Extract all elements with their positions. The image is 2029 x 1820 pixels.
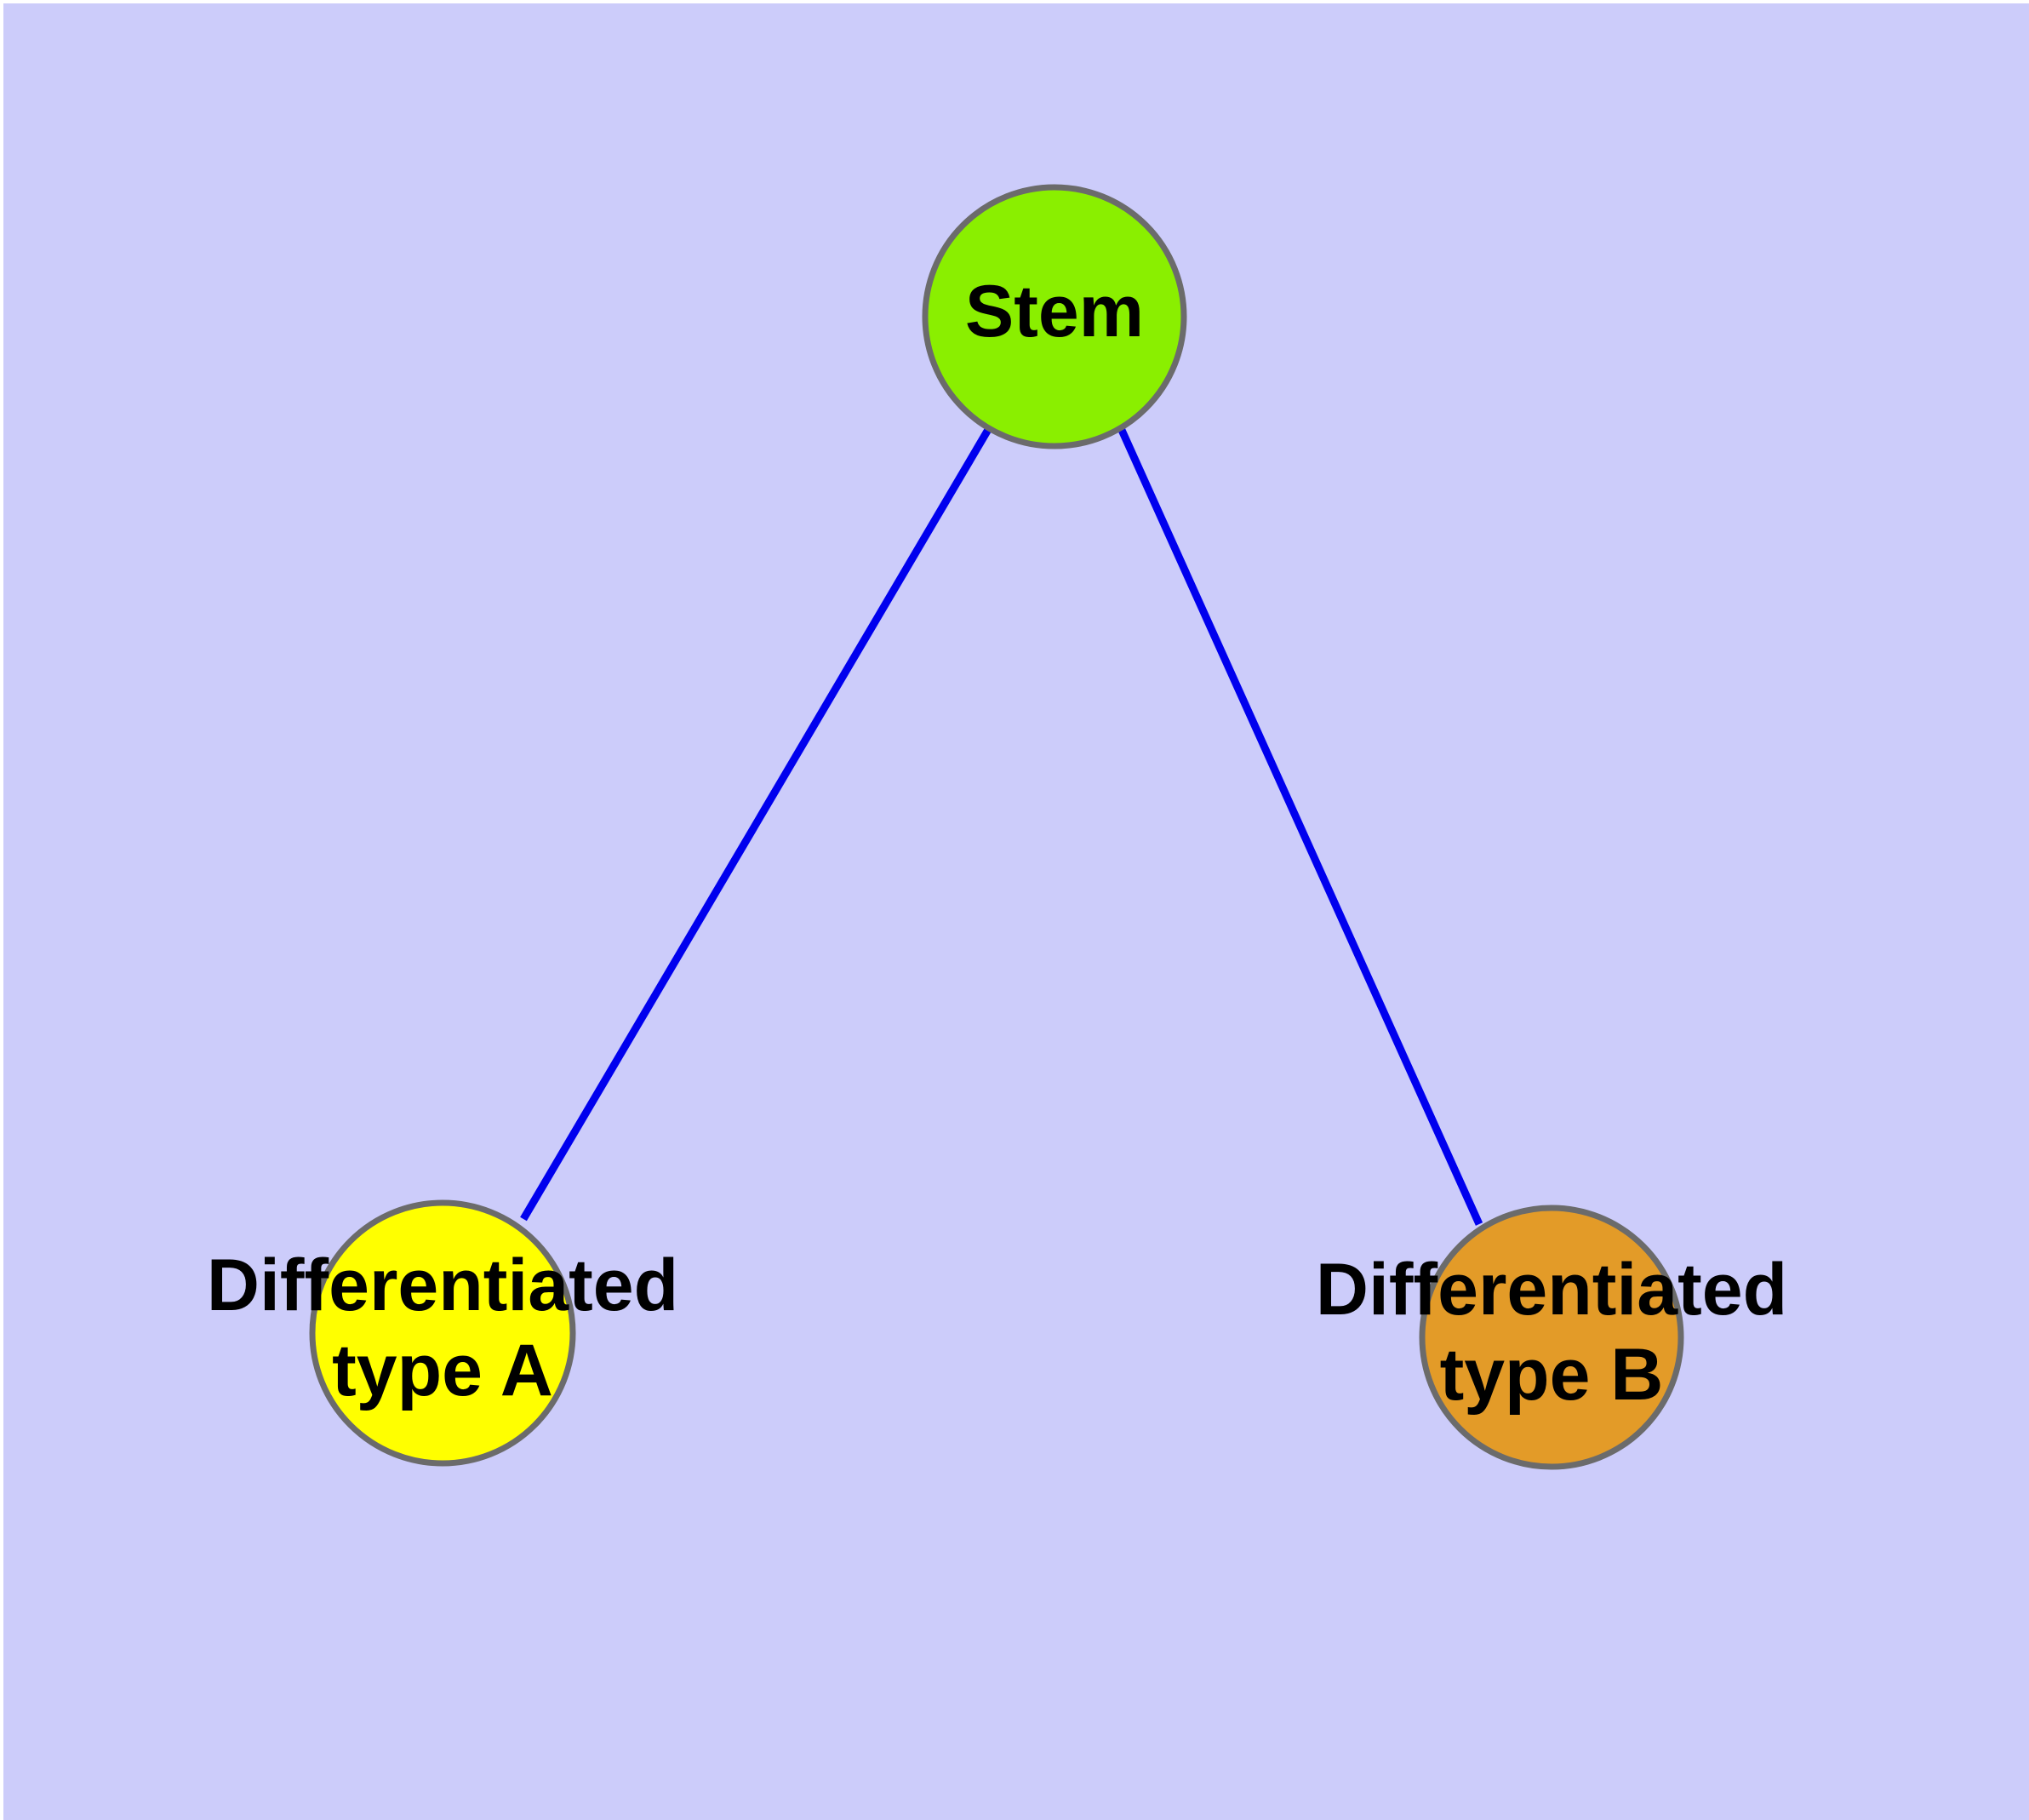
edges-group — [520, 426, 1483, 1226]
node-circle-diff_b[interactable] — [1419, 1205, 1684, 1470]
graph-node-stem[interactable]: Stem — [922, 184, 1187, 449]
node-label-stem: Stem — [965, 271, 1144, 352]
node-label-line: type A — [332, 1330, 553, 1411]
node-circle-stem[interactable] — [922, 184, 1187, 449]
node-label-line: Differentiated — [1316, 1249, 1787, 1331]
node-label-line: Stem — [965, 271, 1144, 352]
node-label-line: type B — [1440, 1334, 1664, 1416]
graph-edge-stem-diff_a[interactable] — [520, 426, 992, 1222]
node-label-line: Differentiated — [207, 1245, 678, 1326]
graph-edge-stem-diff_b[interactable] — [1117, 426, 1483, 1226]
node-circle-diff_a[interactable] — [309, 1199, 576, 1467]
